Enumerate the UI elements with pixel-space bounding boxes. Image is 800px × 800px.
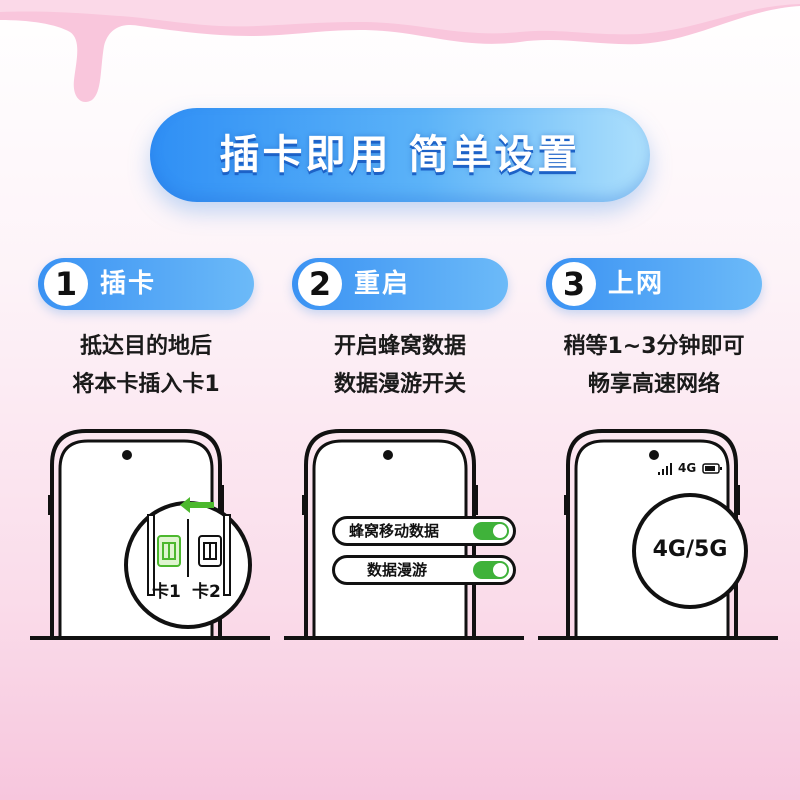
step-1-number: 1 [44,262,88,306]
step-3-desc-line1: 稍等1~3分钟即可 [563,334,745,359]
arrow-left-icon [180,497,214,513]
sim-card-black-icon [198,535,222,567]
sim-card-green-icon [157,535,181,567]
step-3-label: 上网 [608,269,665,299]
step-1-desc-line2: 将本卡插入卡1 [72,372,220,397]
step-2-number: 2 [298,262,342,306]
sim-slot-2-label: 卡2 [192,582,221,602]
data-roaming-switch[interactable] [473,561,509,579]
step-1-desc-line1: 抵达目的地后 [79,334,212,359]
signal-bars-icon [658,463,672,475]
step-3-number: 3 [552,262,596,306]
phone-settings: 蜂窝移动数据 数据漫游 [284,425,524,665]
network-badge: 4G/5G [652,537,728,562]
step-1: 1 插卡 抵达目的地后 将本卡插入卡1 [30,258,262,578]
pink-drip-decoration [0,0,800,102]
sim-slot-1-label: 卡1 [152,582,181,602]
cellular-data-switch[interactable] [473,522,509,540]
step-1-label: 插卡 [100,269,157,299]
banner-title: 插卡即用 简单设置 [219,132,581,178]
step-3-pill: 3 上网 [546,258,762,310]
phone-sim-insert: 卡1 卡2 [30,425,270,665]
step-2: 2 重启 开启蜂窝数据 数据漫游开关 [284,258,516,578]
cellular-data-label: 蜂窝移动数据 [349,522,440,540]
step-2-desc-line2: 数据漫游开关 [333,372,466,397]
battery-icon [702,463,722,474]
phone-outline-icon [538,429,778,640]
cellular-data-toggle-row[interactable]: 蜂窝移动数据 [332,516,516,546]
phone-network: 4G 4G/5G [538,425,778,665]
step-2-pill: 2 重启 [292,258,508,310]
phone-outline-icon [30,429,270,640]
step-3-desc-line2: 畅享高速网络 [587,372,720,397]
data-roaming-label: 数据漫游 [367,561,428,579]
step-1-pill: 1 插卡 [38,258,254,310]
banner: 插卡即用 简单设置 [150,108,650,202]
step-3: 3 上网 稍等1~3分钟即可 畅享高速网络 [538,258,770,578]
step-2-label: 重启 [354,269,411,299]
data-roaming-toggle-row[interactable]: 数据漫游 [332,555,516,585]
step-2-desc-line1: 开启蜂窝数据 [333,334,466,359]
network-status-text: 4G [678,461,697,475]
